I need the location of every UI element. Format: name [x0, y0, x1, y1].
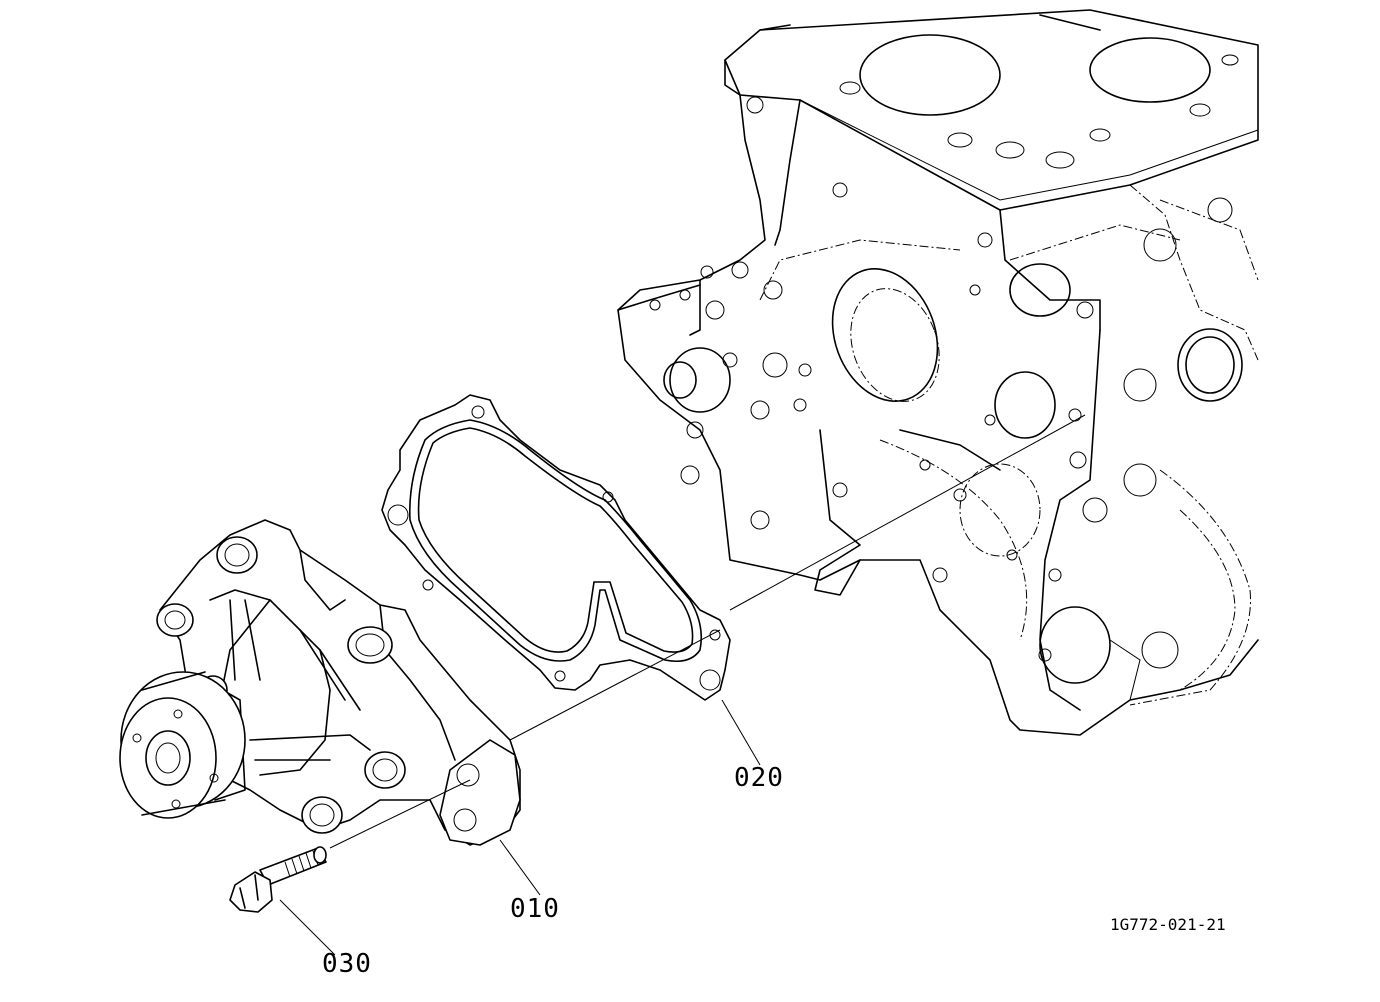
engine-block	[617, 9, 1259, 736]
callout-030: 030	[322, 949, 372, 979]
leader-lines	[279, 699, 761, 956]
bolt-030	[229, 846, 327, 913]
alignment-lines	[329, 414, 1086, 849]
callout-020: 020	[734, 763, 784, 793]
callout-010: 010	[510, 894, 560, 924]
gasket-020	[381, 394, 731, 701]
water-pump-010	[119, 519, 521, 846]
drawing-number: 1G772-021-21	[1110, 915, 1226, 934]
